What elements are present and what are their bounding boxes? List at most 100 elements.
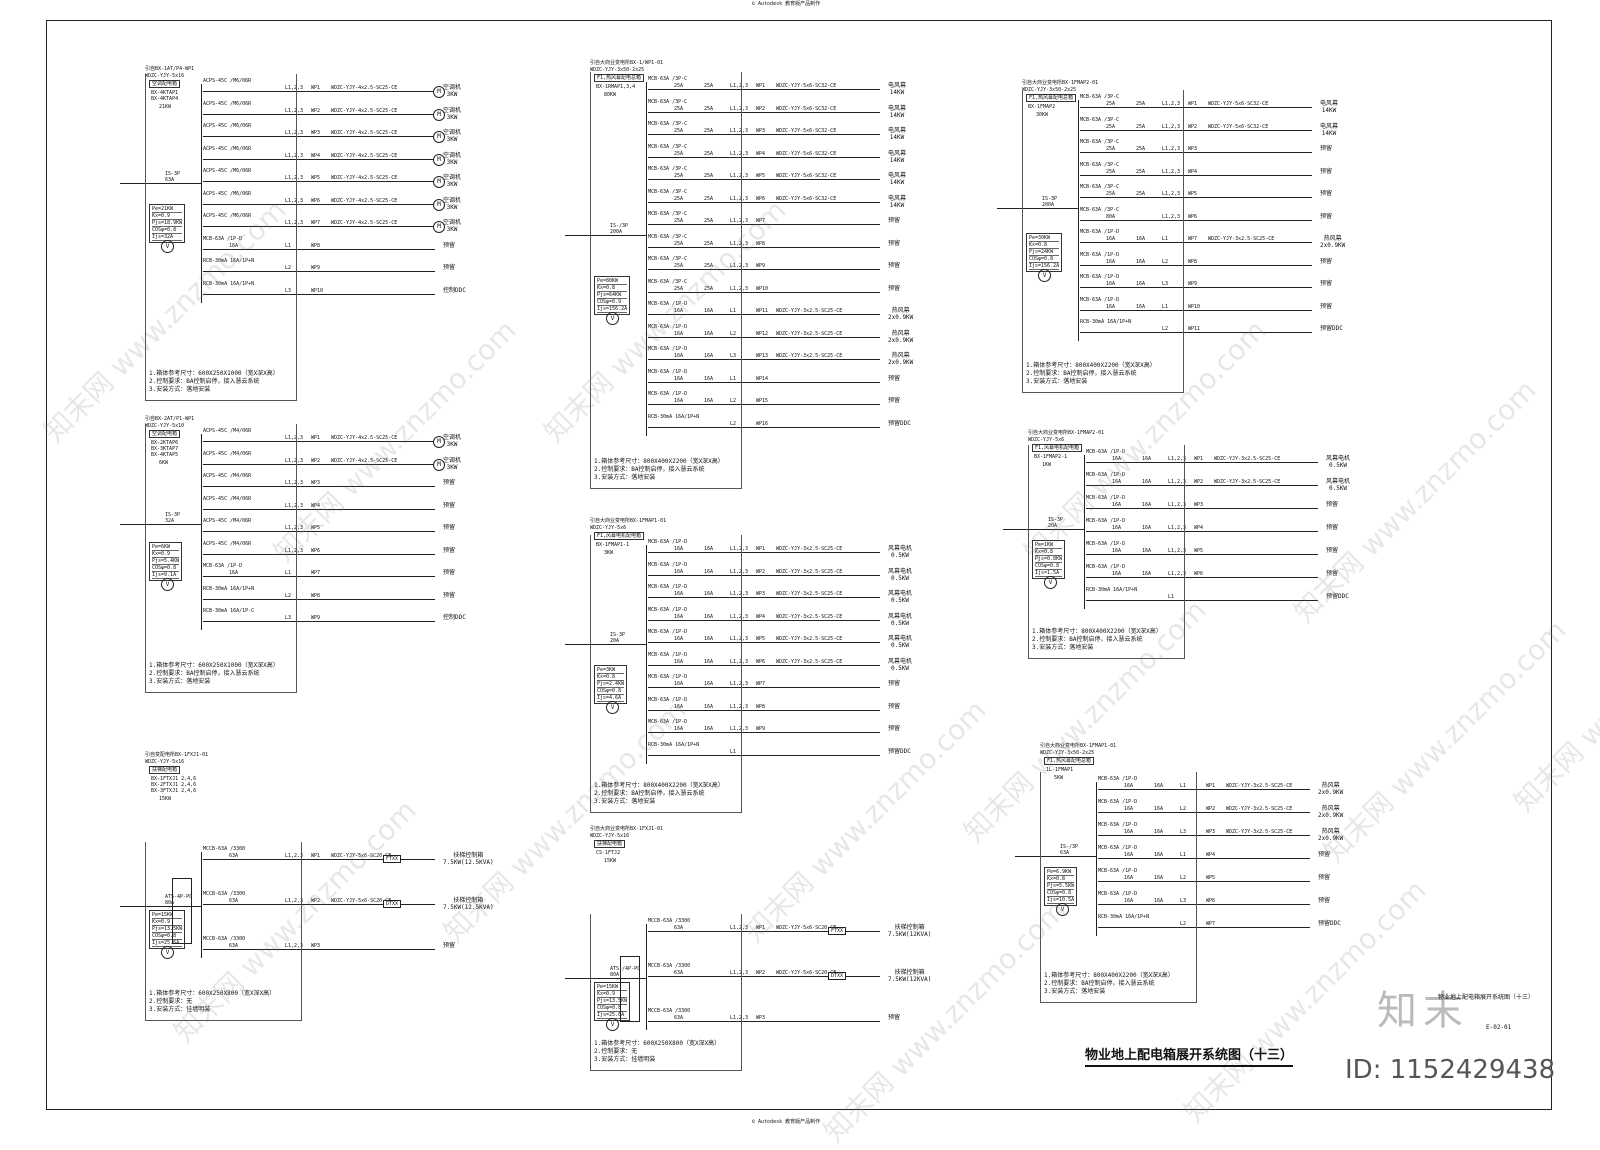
top-plot-stamp: © Autodesk 教育版产品制作	[752, 1, 821, 7]
circuit-number: WP3	[1188, 146, 1198, 152]
circuit-breaker: ACPS-45C /M6/06R	[203, 78, 252, 84]
circuit-line	[648, 552, 880, 553]
phase-label: L3	[1180, 898, 1187, 904]
note-line-1: 1.箱体参考尺寸：800X400X2200（宽X深X高）	[594, 782, 724, 789]
panel-installed-power: 80KW	[604, 92, 617, 98]
incoming-breaker: IS-3P 200A	[1042, 196, 1058, 209]
voltmeter-icon: V	[1038, 268, 1051, 282]
cable-spec: WDZC-YJY-3x2.5-SC25-CE	[776, 353, 843, 359]
contactor-rating: 16A	[704, 658, 714, 665]
load-description: 空调机 3KW	[443, 151, 462, 166]
busbar	[1096, 782, 1097, 936]
circuit-breaker: MCB-63A /1P-D	[648, 391, 688, 397]
busbar	[646, 924, 647, 1030]
calc-row-3: Pjs=0.8KW	[1035, 555, 1063, 563]
cable-spec: WDZC-YJY-5x6-SC32-CE	[1208, 101, 1269, 107]
circuit-line	[1086, 600, 1318, 601]
breaker-rating: 25A	[674, 285, 684, 292]
panel-notes: 1.箱体参考尺寸：800X400X2200（宽X深X高）2.控制要求：BA控制启…	[594, 458, 724, 482]
note-line-3: 3.安装方式：挂墙明装	[149, 1006, 211, 1013]
phase-label: L1,2,3	[285, 898, 304, 904]
circuit-line	[203, 113, 435, 115]
phase-label: L1,2,3	[730, 970, 749, 976]
busbar	[646, 545, 647, 764]
load-description: 预留	[1320, 212, 1333, 220]
phase-label: L1	[1180, 852, 1187, 858]
circuit-number: WP4	[1188, 168, 1198, 175]
note-line-2: 2.控制要求：BA控制启停，接入慧云系统	[1026, 370, 1137, 377]
contactor-rating: 16A	[704, 546, 714, 552]
circuit-number: WP2	[311, 457, 321, 464]
contactor-rating: 25A	[704, 195, 714, 202]
panel-enclosure	[590, 914, 742, 1071]
voltmeter-icon: V	[161, 240, 174, 254]
circuit-number: WP3	[756, 128, 766, 134]
circuit-breaker: MCB-63A /1P-D	[648, 368, 688, 375]
circuit-line	[648, 426, 880, 428]
panel-box-code: BX-1FMAP2	[1028, 104, 1056, 110]
contactor-rating: 16A	[1154, 806, 1164, 812]
phase-label: L1,2,3	[285, 85, 304, 91]
voltmeter-icon: V	[161, 577, 174, 591]
circuit-breaker: ACPS-45C /M4/06R	[203, 540, 252, 547]
load-description: 热风幕 2x0.9KW	[1320, 235, 1346, 249]
circuit-number: WP1	[311, 435, 321, 441]
circuit-number: WP5	[1194, 548, 1204, 554]
breaker-rating: 16A	[1112, 525, 1122, 531]
circuit-number: WP11	[1188, 326, 1201, 332]
breaker-rating: 25A	[1106, 146, 1116, 152]
phase-label: L1,2,3	[285, 152, 304, 159]
phase-label: L1,2,3	[1162, 168, 1181, 175]
circuit-number: WP1	[756, 925, 766, 931]
breaker-rating: 16A	[674, 330, 684, 337]
ats-switch-2	[620, 956, 640, 1022]
contactor-rating: 25A	[704, 240, 714, 247]
circuit-line	[648, 597, 880, 598]
calc-row-1: Pe=15KW	[152, 912, 183, 920]
contactor-rating: 16A	[1154, 875, 1164, 881]
panel-enclosure	[1022, 90, 1184, 393]
note-line-3: 3.安装方式：落地安装	[149, 386, 211, 393]
incoming-line	[565, 235, 646, 237]
breaker-rating: 16A	[674, 726, 684, 732]
note-line-2: 2.控制要求：BA控制启停，接入慧云系统	[594, 466, 705, 473]
breaker-rating: 16A	[1106, 281, 1116, 287]
load-description: 预留DDC	[888, 747, 911, 755]
contactor-rating: 25A	[1136, 146, 1146, 152]
panel-box-name: F1,风幕电机配电箱	[594, 532, 645, 540]
voltmeter-icon: V	[606, 701, 619, 715]
breaker-rating: 25A	[674, 195, 684, 202]
load-description: 预留	[888, 284, 901, 292]
circuit-number: WP8	[756, 703, 766, 710]
circuit-number: WP6	[311, 547, 321, 554]
circuit-breaker: MCB-63A /1P-D	[1098, 776, 1138, 782]
phase-label: L1,2,3	[730, 218, 749, 224]
load-description: 预留	[888, 702, 901, 710]
breaker-rating: 16A	[1112, 456, 1122, 462]
circuit-number: WP1	[311, 853, 321, 859]
circuit-line	[648, 134, 880, 135]
contactor-rating: 16A	[1136, 258, 1146, 265]
circuit-line	[1098, 881, 1310, 882]
circuit-breaker: MCCB-63A /3300	[203, 936, 246, 942]
circuit-breaker: MCB-63A /1P-D	[1080, 296, 1120, 303]
circuit-breaker: ACPS-45C /M6/06R	[203, 145, 252, 152]
breaker-rating: 16A	[1124, 829, 1134, 835]
contactor-rating: 16A	[1142, 571, 1152, 577]
circuit-line	[648, 291, 880, 293]
circuit-number: WP5	[311, 525, 321, 531]
circuit-number: WP2	[1194, 479, 1204, 485]
cable-spec: WDZC-YJY-4x2.5-SC25-CE	[331, 457, 398, 464]
phase-label: L1	[1168, 594, 1175, 600]
load-description: 风幕电机 0.5KW	[888, 635, 913, 649]
